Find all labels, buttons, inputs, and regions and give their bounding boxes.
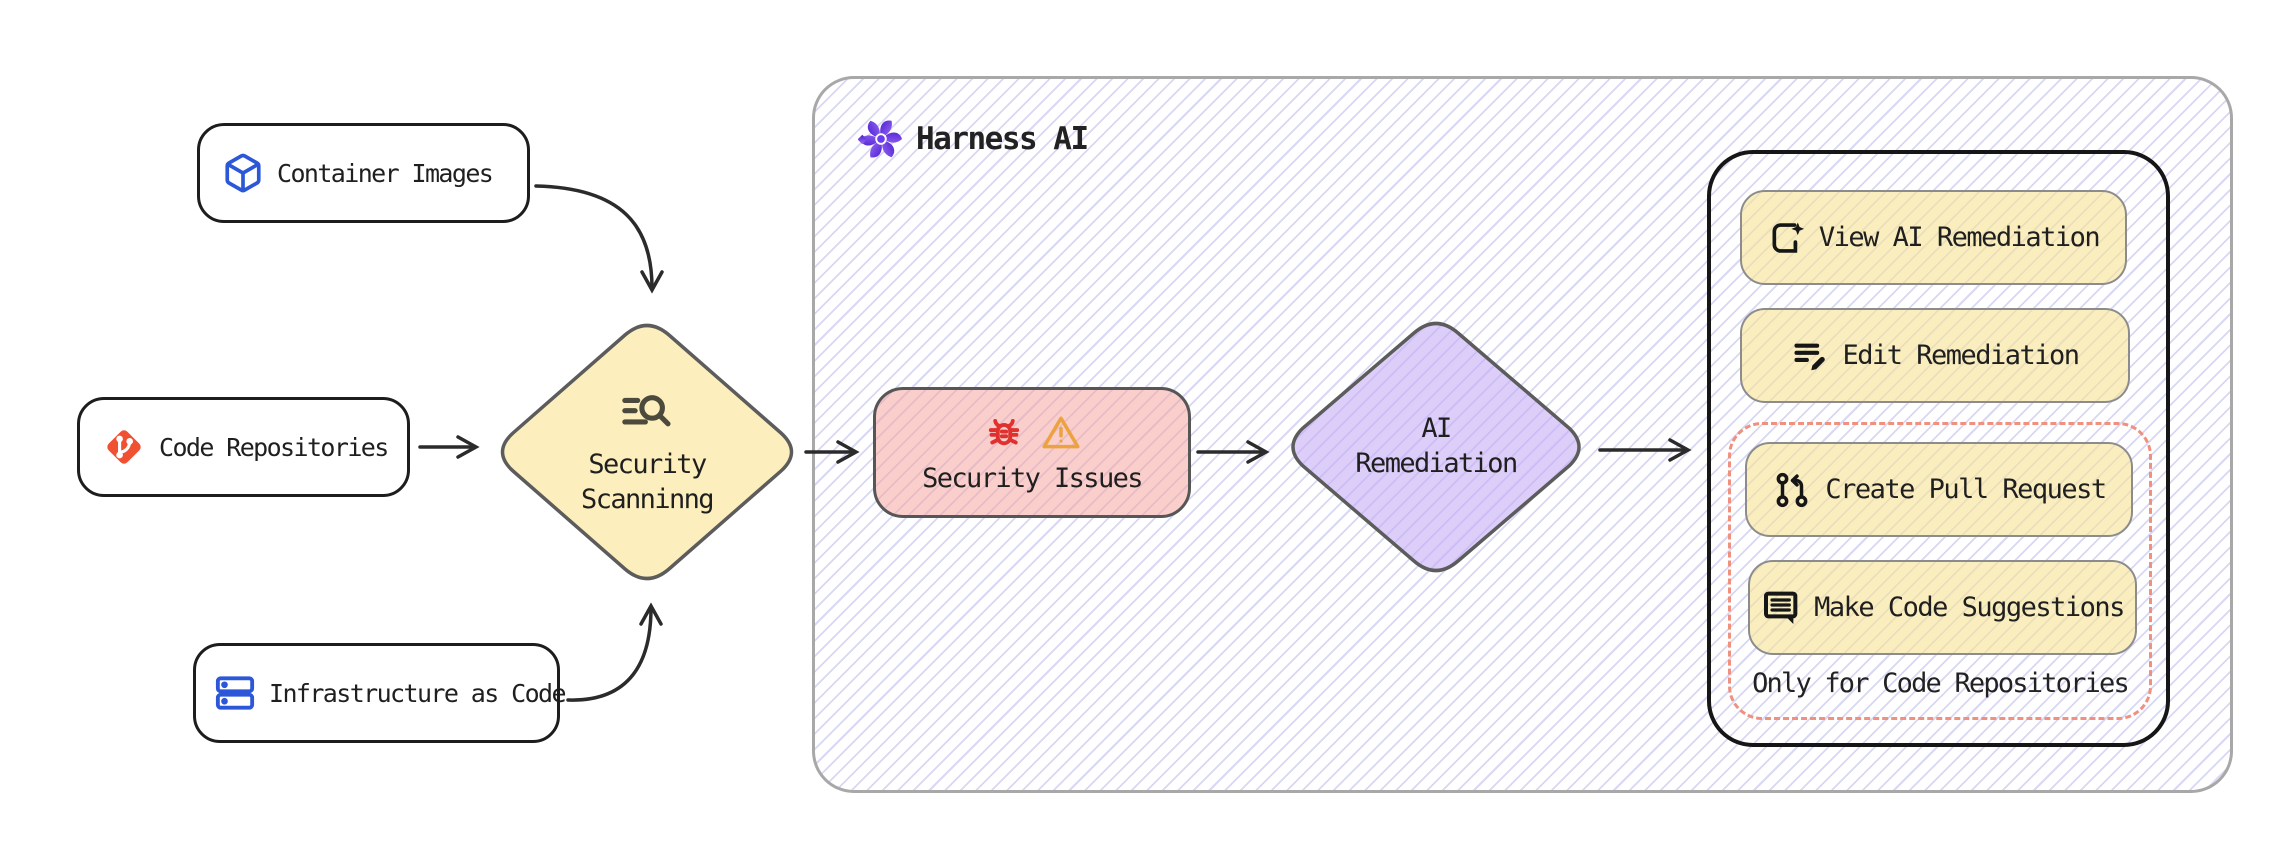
code-suggestions-icon: [1761, 588, 1801, 628]
button-label: Make Code Suggestions: [1814, 592, 2125, 623]
node-label: Security Issues: [922, 463, 1143, 494]
code-repo-only-zone: [1728, 422, 2152, 720]
view-ai-remediation-button[interactable]: View AI Remediation: [1740, 190, 2127, 285]
code-repo-only-note: Only for Code Repositories: [1752, 668, 2130, 699]
node-infrastructure-as-code: Infrastructure as Code: [193, 643, 567, 743]
view-remediation-icon: [1768, 219, 1806, 257]
git-icon: [102, 425, 146, 469]
button-label: View AI Remediation: [1818, 222, 2101, 253]
create-pull-request-button[interactable]: Create Pull Request: [1745, 442, 2133, 537]
node-label: Code Repositories: [159, 432, 389, 462]
node-security-issues: Security Issues: [873, 387, 1191, 518]
button-label: Edit Remediation: [1842, 340, 2080, 371]
arrow-container-images-to-scan: [534, 184, 664, 294]
node-label-line: AI: [1421, 413, 1452, 445]
button-label: Create Pull Request: [1825, 474, 2107, 505]
edit-remediation-icon: [1791, 337, 1829, 375]
node-label: Container Images: [277, 158, 494, 188]
arrow-iac-to-scan: [566, 602, 663, 702]
server-stack-icon: [214, 672, 256, 714]
issues-icons: [982, 411, 1082, 455]
scan-search-icon: [619, 386, 675, 442]
cube-icon: [222, 152, 264, 194]
node-code-repositories: Code Repositories: [77, 397, 410, 497]
node-label: Infrastructure as Code: [269, 678, 567, 708]
node-label-line: Remediation: [1355, 448, 1518, 479]
harness-ai-title: Harness AI: [916, 121, 1089, 157]
warning-triangle-icon: [1040, 412, 1082, 454]
edit-remediation-button[interactable]: Edit Remediation: [1740, 308, 2130, 403]
pull-request-icon: [1772, 470, 1812, 510]
bug-icon: [982, 411, 1026, 455]
make-code-suggestions-button[interactable]: Make Code Suggestions: [1748, 560, 2137, 655]
node-label-line: Security: [588, 449, 707, 481]
remediation-actions-panel: [1707, 150, 2170, 747]
node-ai-remediation: AI Remediation: [1283, 314, 1589, 580]
harness-ai-header: Harness AI: [858, 114, 1089, 164]
node-label-line: Scanninng: [581, 484, 715, 515]
harness-flower-icon: [858, 116, 904, 162]
node-security-scanning: Security Scanninng: [492, 316, 802, 588]
node-container-images: Container Images: [197, 123, 530, 223]
